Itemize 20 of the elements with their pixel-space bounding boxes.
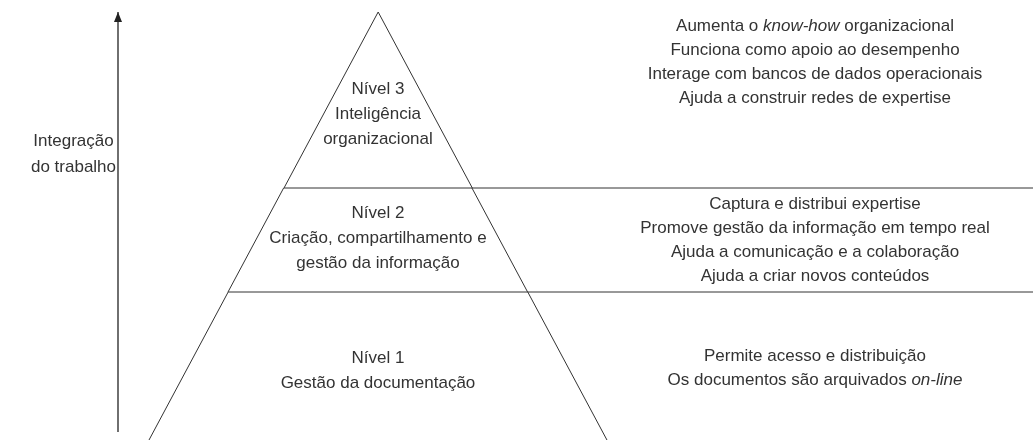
pyramid-tier (228, 188, 528, 292)
description-text: Os documentos são arquivados on-line (666, 369, 964, 391)
description-text: Promove gestão da informação em tempo real (639, 217, 991, 239)
description-text: Captura e distribui expertise (708, 193, 922, 215)
level-title: Nível 1 (350, 347, 406, 369)
description-text: Interage com bancos de dados operacionais (646, 63, 984, 85)
pyramid-tier (149, 292, 607, 440)
pyramid-apex (283, 12, 473, 188)
level-title: Nível 3 (350, 78, 406, 100)
description-text: Funciona como apoio ao desempenho (669, 39, 961, 61)
description-text: Permite acesso e distribuição (702, 345, 927, 367)
level-name: Criação, compartilhamento e gestão da informação (268, 227, 488, 274)
description-text: Ajuda a criar novos conteúdos (699, 265, 931, 287)
description-text: Aumenta o know-how organizacional (675, 15, 955, 37)
axis-label: Integração do trabalho (29, 130, 118, 178)
level-name: Inteligência organizacional (322, 103, 434, 150)
level-name: Gestão da documentação (279, 372, 477, 394)
description-text: Ajuda a comunicação e a colaboração (669, 241, 961, 263)
description-text: Ajuda a construir redes de expertise (677, 87, 953, 109)
level-title: Nível 2 (350, 202, 406, 224)
